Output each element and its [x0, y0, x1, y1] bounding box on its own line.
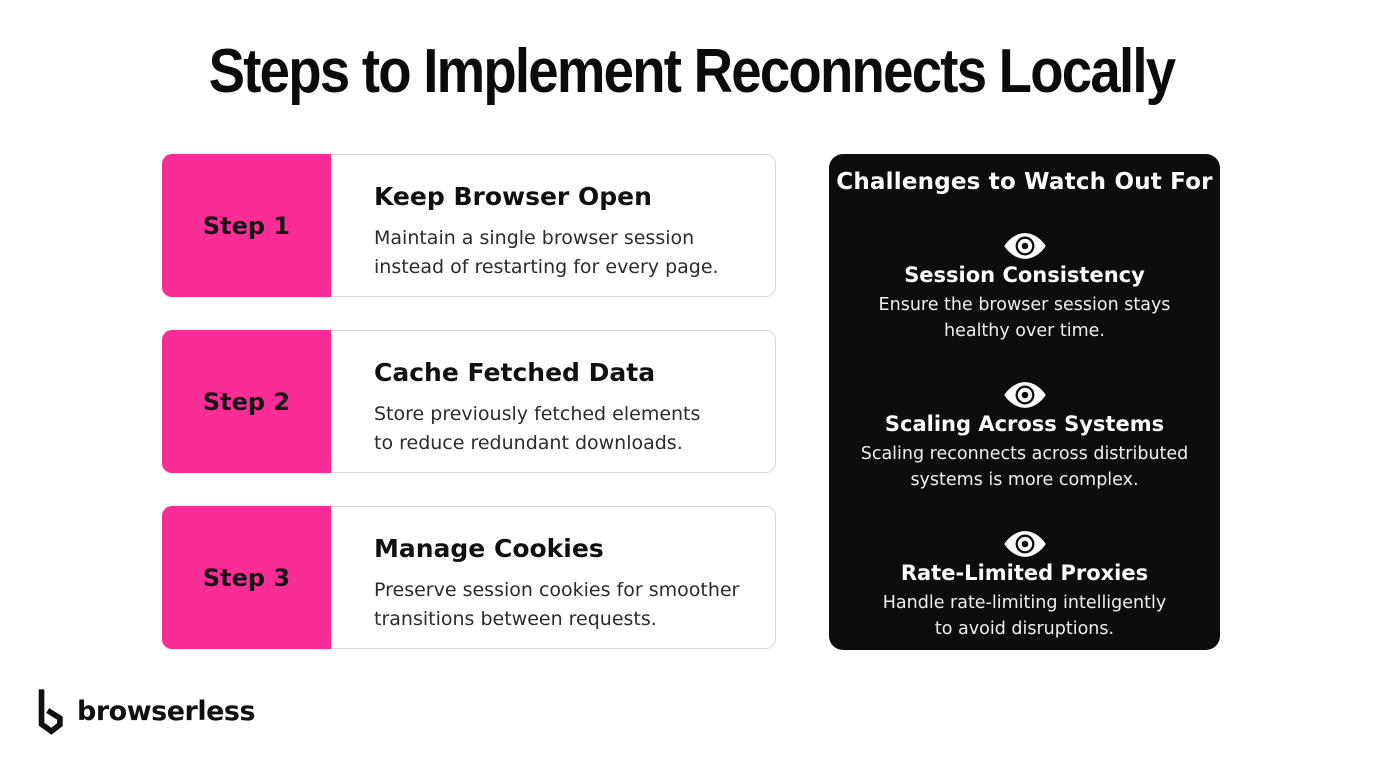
- step-1-badge: Step 1: [162, 154, 331, 297]
- challenges-panel: Challenges to Watch Out For Session Cons…: [829, 154, 1220, 650]
- challenge-item-session-consistency: Session Consistency Ensure the browser s…: [829, 232, 1220, 344]
- browserless-logo-icon: [38, 689, 63, 735]
- challenge-title: Rate-Limited Proxies: [900, 561, 1149, 586]
- eye-icon: [1003, 531, 1046, 558]
- browserless-logo: browserless: [34, 686, 256, 736]
- step-3-title: Manage Cookies: [374, 534, 604, 563]
- step-card-3: Step 3 Manage Cookies Preserve session c…: [162, 506, 776, 649]
- challenge-item-scaling-across-systems: Scaling Across Systems Scaling reconnect…: [829, 381, 1220, 493]
- eye-icon: [1003, 233, 1046, 259]
- eye-icon: [1003, 382, 1046, 408]
- challenge-description: Handle rate-limiting intelligently to av…: [882, 593, 1167, 639]
- browserless-logo-text: browserless: [77, 695, 256, 727]
- steps-list: Step 1 Keep Browser Open Maintain a sing…: [162, 154, 776, 649]
- step-3-description: Preserve session cookies for smoother tr…: [374, 579, 740, 630]
- step-2-description: Store previously fetched elements to red…: [374, 403, 701, 454]
- step-3-badge: Step 3: [162, 506, 331, 649]
- step-card-2: Step 2 Cache Fetched Data Store previous…: [162, 330, 776, 473]
- challenge-description: Scaling reconnects across distributed sy…: [860, 444, 1189, 490]
- step-1-body: Keep Browser Open Maintain a single brow…: [332, 155, 775, 282]
- challenge-title: Scaling Across Systems: [884, 412, 1165, 437]
- page-title: Steps to Implement Reconnects Locally: [208, 37, 1176, 106]
- step-1-description: Maintain a single browser session instea…: [374, 227, 719, 278]
- step-2-body: Cache Fetched Data Store previously fetc…: [332, 331, 775, 458]
- challenge-title: Session Consistency: [904, 263, 1145, 287]
- step-card-1: Step 1 Keep Browser Open Maintain a sing…: [162, 154, 776, 297]
- step-3-body: Manage Cookies Preserve session cookies …: [332, 507, 775, 634]
- step-1-title: Keep Browser Open: [374, 182, 652, 211]
- challenge-item-rate-limited-proxies: Rate-Limited Proxies Handle rate-limitin…: [829, 530, 1220, 642]
- step-2-title: Cache Fetched Data: [374, 358, 656, 387]
- step-2-badge: Step 2: [162, 330, 331, 473]
- challenge-description: Ensure the browser session stays healthy…: [878, 295, 1171, 341]
- challenges-panel-title: Challenges to Watch Out For: [836, 169, 1213, 195]
